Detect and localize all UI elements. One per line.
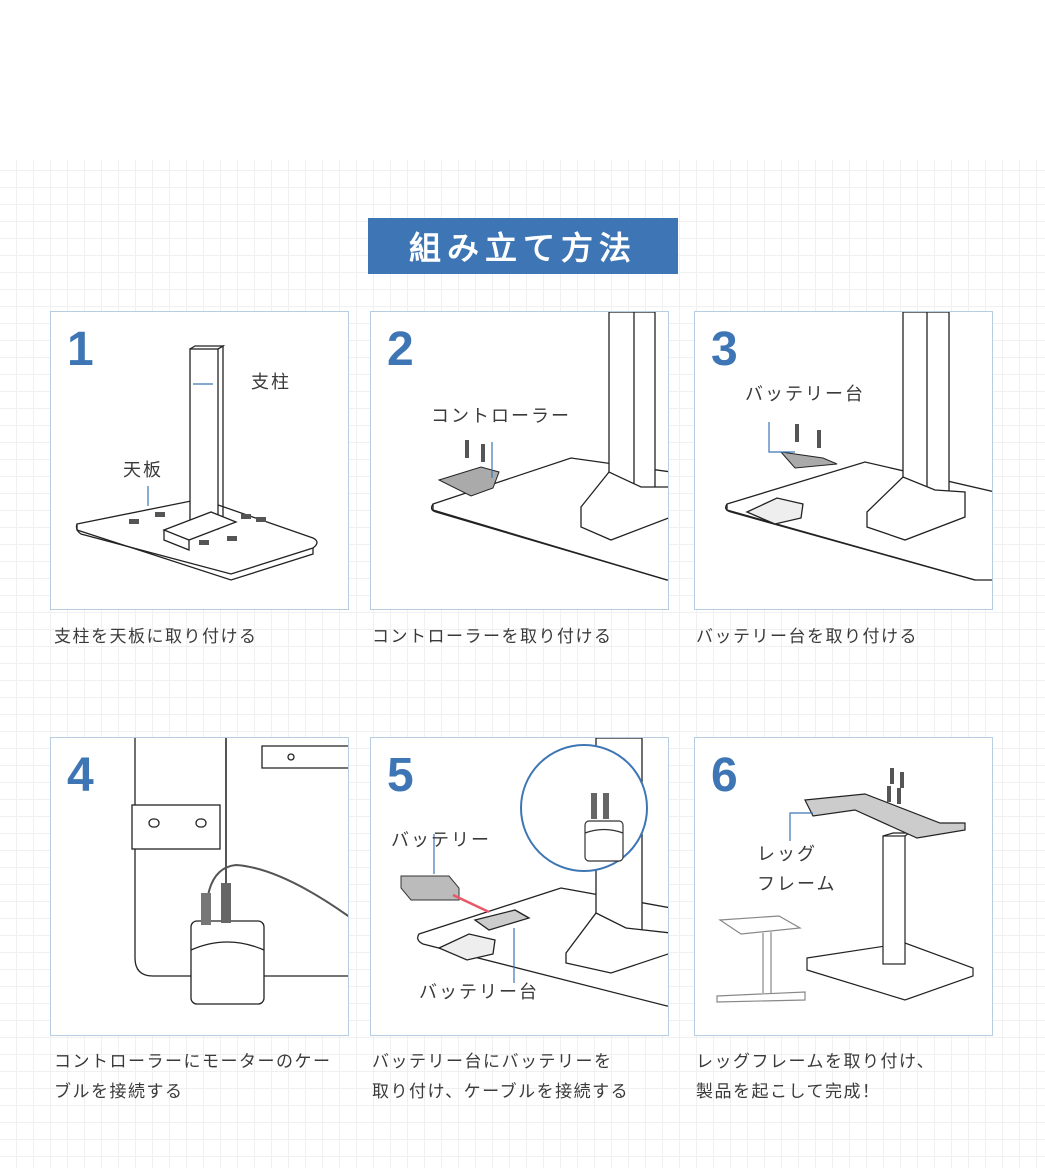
step-number: 6 <box>711 749 738 802</box>
step-1-caption: 支柱を天板に取り付ける <box>54 627 258 647</box>
step-3-panel: 3 バッテリー台 <box>694 311 993 610</box>
step-6-caption: レッグフレームを取り付け、 製品を起こして完成！ <box>696 1052 936 1102</box>
step-3-caption: バッテリー台を取り付ける <box>696 627 918 647</box>
step-number: 2 <box>387 323 414 376</box>
step-6-panel: 6 レッグ フレーム <box>694 737 993 1036</box>
step-5-panel: 5 バッテリー バッテリー台 <box>370 737 669 1036</box>
battery-label: バッテリー <box>391 830 491 851</box>
controller-label: コントローラー <box>431 406 571 427</box>
step-5-caption: バッテリー台にバッテリーを 取り付け、ケーブルを接続する <box>372 1052 630 1102</box>
step-4-panel: 4 <box>50 737 349 1036</box>
step-number: 3 <box>711 323 738 376</box>
motor-cable-connect-illustration <box>131 738 348 1005</box>
battery-attach-illustration <box>400 738 668 1007</box>
leg-frame-label: レッグ フレーム <box>757 844 837 895</box>
step-4-caption: コントローラーにモーターのケー ブルを接続する <box>54 1052 332 1102</box>
step-number: 1 <box>67 323 94 376</box>
step-number: 5 <box>387 749 414 802</box>
page-title: 組み立て方法 <box>368 218 678 274</box>
battery-stand-attach-illustration <box>725 312 992 581</box>
tabletop-label: 天板 <box>123 460 163 481</box>
battery-stand-label: バッテリー台 <box>745 384 865 405</box>
step-number: 4 <box>67 749 94 802</box>
pillar-label: 支柱 <box>251 372 291 393</box>
step-2-caption: コントローラーを取り付ける <box>372 627 613 647</box>
battery-stand-label: バッテリー台 <box>419 982 539 1003</box>
step-2-panel: 2 コントローラー <box>370 311 669 610</box>
desk-leg-on-tabletop-illustration <box>75 344 318 581</box>
step-1-panel: 1 支柱 天板 <box>50 311 349 610</box>
controller-attach-illustration <box>430 312 668 581</box>
leg-frame-attach-illustration <box>716 768 974 1003</box>
